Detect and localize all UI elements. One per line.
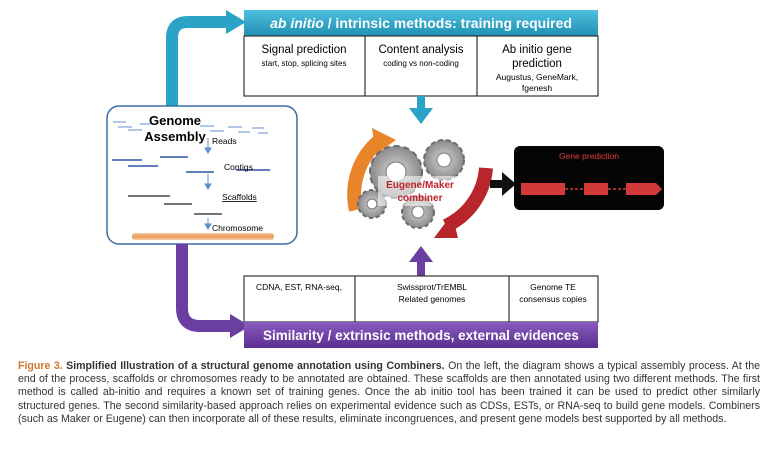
chromosome-bar xyxy=(132,233,274,240)
ab-initio-prediction-title-line2: prediction xyxy=(512,58,562,70)
caption-text: On the left, the diagram shows a typical… xyxy=(18,360,760,425)
bottom-to-combiner-arrow xyxy=(409,246,433,276)
exon-2 xyxy=(584,183,608,195)
contigs-label: Contigs xyxy=(224,162,253,172)
caption-label: Figure 3. xyxy=(18,360,63,372)
combiner-label: Eugene/Maker combiner xyxy=(378,176,462,206)
ab-initio-title-rest: / intrinsic methods: training required xyxy=(324,15,572,31)
svg-text:ab initio / intrinsic methods:: ab initio / intrinsic methods: training … xyxy=(270,15,572,31)
exon-1 xyxy=(521,183,565,195)
figure-caption: Figure 3. Simplified Illustration of a s… xyxy=(18,360,760,426)
content-analysis-title: Content analysis xyxy=(378,44,463,56)
combiner-label-line2: combiner xyxy=(397,193,442,204)
assembly-step-arrows xyxy=(204,138,212,230)
contigs-lines xyxy=(112,156,270,173)
ab-initio-tools-line1: Augustus, GeneMark, xyxy=(496,72,578,82)
signal-prediction-title: Signal prediction xyxy=(261,44,346,56)
similarity-title: Similarity / extrinsic methods, external… xyxy=(263,328,579,343)
ab-initio-flow-arrow xyxy=(166,10,246,108)
scaffolds-lines xyxy=(128,195,222,215)
similarity-banner: Similarity / extrinsic methods, external… xyxy=(244,322,598,348)
similarity-flow-arrow xyxy=(176,244,250,338)
combiner-cycle xyxy=(347,128,493,238)
annotation-diagram: ab initio / intrinsic methods: training … xyxy=(106,10,664,348)
ab-initio-prediction-title-line1: Ab initio gene xyxy=(502,44,572,56)
scaffolds-label: Scaffolds xyxy=(222,192,257,202)
genome-assembly-box: Genome Assembly xyxy=(106,105,298,245)
evidence-te-consensus: consensus copies xyxy=(519,294,587,304)
evidence-related-genomes: Related genomes xyxy=(399,294,466,304)
evidence-table: CDNA, EST, RNA-seq, Swissprot/TrEMBL Rel… xyxy=(243,275,599,323)
combiner-label-line1: Eugene/Maker xyxy=(386,180,454,191)
reads-label: Reads xyxy=(212,136,237,146)
caption-title: Simplified Illustration of a structural … xyxy=(62,360,445,372)
ab-initio-title-italic: ab initio xyxy=(270,15,324,31)
evidence-swissprot: Swissprot/TrEMBL xyxy=(397,282,467,292)
ab-initio-tools-line2: fgenesh xyxy=(522,83,553,93)
orange-cycle-arrow xyxy=(347,134,385,212)
evidence-genome-te: Genome TE xyxy=(530,282,576,292)
exon-3 xyxy=(626,183,662,195)
signal-prediction-subtitle: start, stop, splicing sites xyxy=(262,59,347,68)
genome-title-line1: Genome xyxy=(149,113,201,128)
top-to-combiner-arrow xyxy=(409,96,433,124)
gene-prediction-box: Gene prediction xyxy=(514,146,664,210)
to-gene-prediction-arrow xyxy=(490,172,516,196)
chromosome-label: Chromosome xyxy=(212,223,263,233)
content-analysis-subtitle: coding vs non-coding xyxy=(383,59,459,68)
ab-initio-banner: ab initio / intrinsic methods: training … xyxy=(244,10,598,36)
evidence-cdna: CDNA, EST, RNA-seq, xyxy=(256,282,342,292)
ab-initio-methods-table: Signal prediction start, stop, splicing … xyxy=(243,35,599,97)
genome-title-line2: Assembly xyxy=(144,129,206,144)
reads-lines xyxy=(113,121,268,134)
gene-prediction-title: Gene prediction xyxy=(559,151,619,161)
